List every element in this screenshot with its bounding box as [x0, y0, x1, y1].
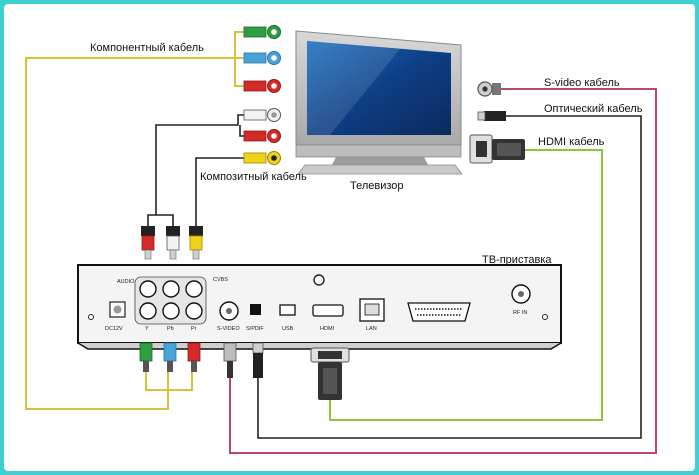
stb-optical-plug: [252, 342, 264, 378]
port-label-rfin: RF IN: [513, 310, 527, 316]
label-optical-cable: Оптический кабель: [544, 103, 643, 115]
port-label-spdif: S/PDIF: [246, 326, 264, 332]
component-wire: [25, 31, 244, 410]
label-component-cable: Компонентный кабель: [90, 42, 204, 54]
label-svideo-cable: S-video кабель: [544, 77, 620, 89]
port-label-cvbs: CVBS: [213, 277, 228, 283]
port-label-audio: AUDIO: [117, 279, 135, 285]
label-tv: Телевизор: [350, 180, 404, 192]
stb-audio-plug-red: [141, 226, 155, 260]
label-hdmi-cable: HDMI кабель: [538, 136, 605, 148]
port-label-svideo: S-VIDEO: [217, 326, 240, 332]
stb-hdmi-plug: [310, 347, 350, 400]
port-label-hdmi: HDMI: [320, 326, 335, 332]
composite-rca-white: [243, 108, 281, 122]
optical-plug-tv: [477, 111, 506, 121]
composite-rca-yellow: [243, 151, 281, 165]
stb-video-plug-yellow: [189, 226, 203, 260]
hdmi-plug-tv: [469, 134, 525, 164]
svideo-wire: [229, 88, 657, 454]
component-rca-green: [243, 25, 281, 39]
stb-component-plug-green: [139, 342, 153, 372]
component-rca-red: [243, 79, 281, 93]
port-label-pb: Pb: [167, 326, 174, 332]
port-label-lan: LAN: [366, 326, 377, 332]
stb-svideo-plug: [223, 342, 237, 378]
composite-wire: [147, 114, 244, 226]
port-label-dc: DC12V: [105, 326, 123, 332]
stb-audio-plug-white: [166, 226, 180, 260]
stb-component-plug-red: [187, 342, 201, 372]
port-label-y: Y: [145, 326, 149, 332]
composite-rca-red: [243, 129, 281, 143]
optical-wire: [257, 115, 642, 439]
label-stb: ТВ-приставка: [482, 254, 552, 266]
port-label-pr: Pr: [191, 326, 197, 332]
tv-illustration: [295, 30, 463, 175]
stb-component-plug-blue: [163, 342, 177, 372]
stb-illustration: [77, 264, 562, 350]
label-composite-cable: Композитный кабель: [200, 171, 307, 183]
hdmi-wire: [329, 149, 603, 421]
svideo-plug-tv: [477, 81, 501, 97]
port-label-usb: USB: [282, 326, 294, 332]
component-rca-blue: [243, 51, 281, 65]
